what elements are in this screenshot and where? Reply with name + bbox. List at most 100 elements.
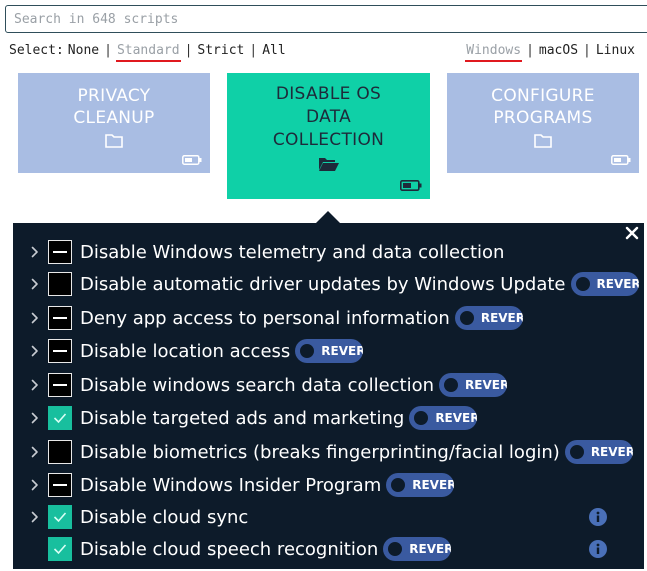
script-checkbox[interactable] xyxy=(48,339,72,363)
minus-icon xyxy=(53,384,67,386)
revert-toggle[interactable]: REVER xyxy=(386,473,455,497)
toggle-knob xyxy=(442,376,461,394)
script-row: Disable cloud speech recognition REVER xyxy=(13,536,452,562)
folder-icon xyxy=(105,134,123,148)
revert-label: REVER xyxy=(409,542,452,556)
folder-open-icon xyxy=(318,158,339,171)
toggle-knob xyxy=(457,309,476,327)
revert-label: REVER xyxy=(435,411,478,425)
revert-label: REVER xyxy=(590,445,633,459)
script-checkbox[interactable] xyxy=(48,440,72,464)
script-row: Deny app access to personal information R… xyxy=(13,305,523,331)
category-card-disable-os-data-collection[interactable]: DISABLE OS DATA COLLECTION xyxy=(227,73,430,199)
script-checkbox[interactable] xyxy=(48,473,72,497)
toggle-knob xyxy=(298,342,317,360)
revert-toggle[interactable]: REVER xyxy=(295,339,364,363)
toggle-knob xyxy=(386,540,405,558)
script-checkbox[interactable] xyxy=(48,240,72,264)
toggle-knob xyxy=(573,275,592,293)
check-icon xyxy=(53,544,67,555)
script-label: Disable cloud speech recognition xyxy=(80,538,379,560)
folder-icon xyxy=(534,134,552,148)
revert-label: REVER xyxy=(321,344,364,358)
toggle-knob xyxy=(412,409,431,427)
battery-icon xyxy=(400,180,422,191)
category-card-privacy-cleanup[interactable]: PRIVACY CLEANUP xyxy=(18,73,210,173)
chevron-right-icon[interactable] xyxy=(29,479,41,491)
scripts-panel: Disable Windows telemetry and data colle… xyxy=(13,223,644,569)
select-standard-option[interactable]: Standard xyxy=(115,42,181,62)
script-row: Disable location access REVER xyxy=(13,338,364,364)
os-filter: Windows | macOS | Linux xyxy=(465,42,635,62)
select-label: Select: xyxy=(9,42,64,58)
revert-toggle[interactable]: REVER xyxy=(454,306,523,330)
chevron-right-icon[interactable] xyxy=(29,312,41,324)
script-checkbox[interactable] xyxy=(48,537,72,561)
revert-label: REVER xyxy=(412,478,455,492)
script-label: Deny app access to personal information xyxy=(80,307,450,329)
script-label: Disable location access xyxy=(80,340,291,362)
card-title-line: PRIVACY xyxy=(77,86,151,106)
chevron-right-icon[interactable] xyxy=(29,278,41,290)
chevron-right-icon[interactable] xyxy=(29,412,41,424)
info-icon[interactable] xyxy=(589,508,607,526)
toggle-knob xyxy=(567,443,586,461)
script-label: Disable cloud sync xyxy=(80,506,249,528)
script-row: Disable automatic driver updates by Wind… xyxy=(13,271,639,297)
script-label: Disable Windows Insider Program xyxy=(80,474,382,496)
card-title-line: CLEANUP xyxy=(73,108,155,128)
battery-icon xyxy=(182,155,202,165)
script-label: Disable windows search data collection xyxy=(80,374,435,396)
script-checkbox[interactable] xyxy=(48,373,72,397)
check-icon xyxy=(53,413,67,424)
chevron-right-icon[interactable] xyxy=(29,511,41,523)
select-none-option[interactable]: None xyxy=(67,42,100,58)
category-card-configure-programs[interactable]: CONFIGURE PROGRAMS xyxy=(447,73,639,173)
info-icon[interactable] xyxy=(589,540,607,558)
script-checkbox[interactable] xyxy=(48,306,72,330)
close-icon[interactable] xyxy=(624,225,640,241)
revert-toggle[interactable]: REVER xyxy=(439,373,508,397)
card-title-line: DATA xyxy=(306,107,351,127)
revert-toggle[interactable]: REVER xyxy=(570,272,639,296)
select-all-option[interactable]: All xyxy=(262,42,286,58)
minus-icon xyxy=(53,350,67,352)
revert-label: REVER xyxy=(465,378,508,392)
revert-label: REVER xyxy=(480,311,523,325)
card-title-line: PROGRAMS xyxy=(493,108,593,128)
script-checkbox[interactable] xyxy=(48,406,72,430)
selection-filter: Select: None | Standard | Strict | All xyxy=(9,42,286,62)
minus-icon xyxy=(53,251,67,253)
chevron-right-icon[interactable] xyxy=(29,246,41,258)
script-label: Disable biometrics (breaks fingerprintin… xyxy=(80,441,560,463)
minus-icon xyxy=(53,317,67,319)
revert-toggle[interactable]: REVER xyxy=(409,406,478,430)
os-macos-option[interactable]: macOS xyxy=(538,42,579,58)
revert-toggle[interactable]: REVER xyxy=(564,440,633,464)
script-row: Disable cloud sync xyxy=(13,504,253,530)
script-row: Disable windows search data collection RE… xyxy=(13,372,508,398)
revert-toggle[interactable]: REVER xyxy=(383,537,452,561)
chevron-right-icon[interactable] xyxy=(29,379,41,391)
script-label: Disable targeted ads and marketing xyxy=(80,407,405,429)
card-title-line: COLLECTION xyxy=(272,130,385,150)
select-strict-option[interactable]: Strict xyxy=(197,42,245,58)
script-row: Disable biometrics (breaks fingerprintin… xyxy=(13,439,633,465)
script-label: Disable Windows telemetry and data colle… xyxy=(80,241,505,263)
search-input[interactable] xyxy=(5,5,647,33)
chevron-right-icon[interactable] xyxy=(29,345,41,357)
minus-icon xyxy=(53,484,67,486)
selected-card-pointer xyxy=(316,211,340,223)
script-checkbox[interactable] xyxy=(48,272,72,296)
card-title-line: DISABLE OS xyxy=(275,84,382,104)
script-checkbox[interactable] xyxy=(48,505,72,529)
toggle-knob xyxy=(389,476,408,494)
script-row: Disable targeted ads and marketing REVER xyxy=(13,405,478,431)
revert-label: REVER xyxy=(596,277,639,291)
chevron-right-icon[interactable] xyxy=(29,446,41,458)
check-icon xyxy=(53,512,67,523)
script-row: Disable Windows telemetry and data colle… xyxy=(13,239,509,265)
card-title-line: CONFIGURE xyxy=(491,86,595,106)
os-linux-option[interactable]: Linux xyxy=(595,42,635,58)
os-windows-option[interactable]: Windows xyxy=(465,42,522,62)
